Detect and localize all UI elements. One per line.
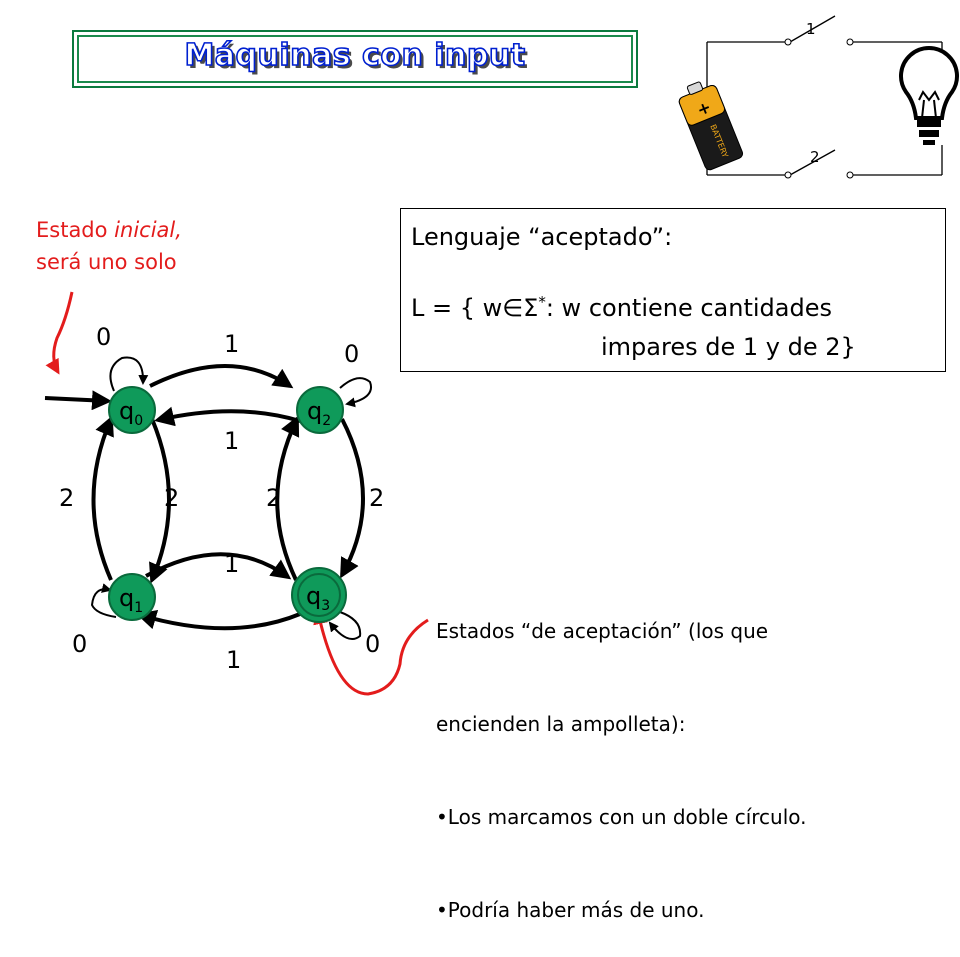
switch-1-lever — [789, 15, 836, 43]
light-bulb-icon — [899, 46, 959, 145]
svg-text:+: + — [694, 97, 714, 120]
initial-state-note: Estado inicial, será uno solo — [36, 214, 182, 278]
language-definition-line2: impares de 1 y de 2} — [601, 333, 856, 361]
label-q3-q1: 1 — [226, 646, 241, 674]
svg-text:q0: q0 — [119, 397, 143, 429]
page-title: Máquinas con input — [184, 37, 526, 74]
switch-2-contact-left — [784, 171, 792, 179]
label-q1-q3: 1 — [224, 550, 239, 578]
self-loop-q1 — [90, 583, 117, 618]
switch-1-contact-left — [784, 38, 792, 46]
switch-2-lever — [789, 149, 836, 176]
edge-q1-q3 — [145, 552, 292, 580]
label-q2-q0: 1 — [224, 427, 239, 455]
switch-1-contact-right — [846, 38, 854, 46]
label-q1-q0: 2 — [59, 484, 74, 512]
state-diagram: q0 q2 q1 q3 0 0 0 0 1 1 1 1 2 2 2 2 — [44, 291, 429, 696]
acceptance-note-line1: Estados “de aceptación” (los que — [436, 619, 769, 643]
svg-text:q1: q1 — [119, 584, 143, 616]
label-q0-self: 0 — [96, 323, 111, 351]
edge-q3-q1 — [136, 609, 301, 631]
edge-q1-q0 — [91, 415, 114, 581]
acceptance-note-bullet1: •Los marcamos con un doble círculo. — [436, 805, 807, 829]
label-q2-self: 0 — [344, 340, 359, 368]
state-q2: q2 — [296, 386, 344, 434]
language-definition-line1: L = { w∈Σ*: w contiene cantidades — [411, 293, 832, 322]
initial-state-arrow — [44, 390, 112, 411]
svg-text:q3: q3 — [306, 582, 330, 614]
edge-q3-q2 — [275, 415, 300, 581]
self-loop-q0 — [109, 356, 149, 392]
switch-2-contact-right — [846, 171, 854, 179]
label-q3-self: 0 — [365, 630, 380, 658]
svg-text:q2: q2 — [307, 397, 331, 429]
language-heading: Lenguaje “aceptado”: — [411, 223, 673, 251]
initial-state-note-line1: Estado inicial, — [36, 218, 182, 242]
acceptance-note: Estados “de aceptación” (los que enciend… — [436, 554, 807, 957]
label-q1-self: 0 — [72, 630, 87, 658]
acceptance-note-pointer-arrow — [313, 609, 429, 696]
state-q3-accepting: q3 — [291, 567, 347, 623]
label-q2-q3: 2 — [369, 484, 384, 512]
initial-state-note-line2: será uno solo — [36, 250, 177, 274]
switch-1-label: 1 — [806, 20, 816, 38]
self-loop-q2 — [339, 377, 372, 408]
switch-2-label: 2 — [810, 148, 820, 166]
edge-q2-q3 — [340, 418, 365, 579]
label-q0-q2: 1 — [224, 330, 239, 358]
edge-q0-q2 — [149, 364, 294, 389]
state-q0: q0 — [108, 386, 156, 434]
title-box: Máquinas con input — [72, 30, 638, 88]
edge-q0-q1 — [149, 418, 171, 584]
self-loop-q3 — [328, 611, 362, 640]
battery-icon: + BATTERY — [678, 81, 744, 171]
acceptance-note-bullet2: •Podría haber más de uno. — [436, 898, 705, 922]
circuit-illustration: 1 2 + BATTERY — [678, 15, 959, 179]
title-inner-border — [77, 35, 633, 83]
language-box: Lenguaje “aceptado”: L = { w∈Σ*: w conti… — [400, 208, 946, 372]
label-q0-q1: 2 — [164, 484, 179, 512]
acceptance-note-line2: encienden la ampolleta): — [436, 712, 686, 736]
initial-note-pointer-arrow — [45, 291, 74, 375]
label-q3-q2: 2 — [266, 484, 281, 512]
state-q1: q1 — [108, 573, 156, 621]
edge-q2-q0 — [154, 406, 301, 427]
